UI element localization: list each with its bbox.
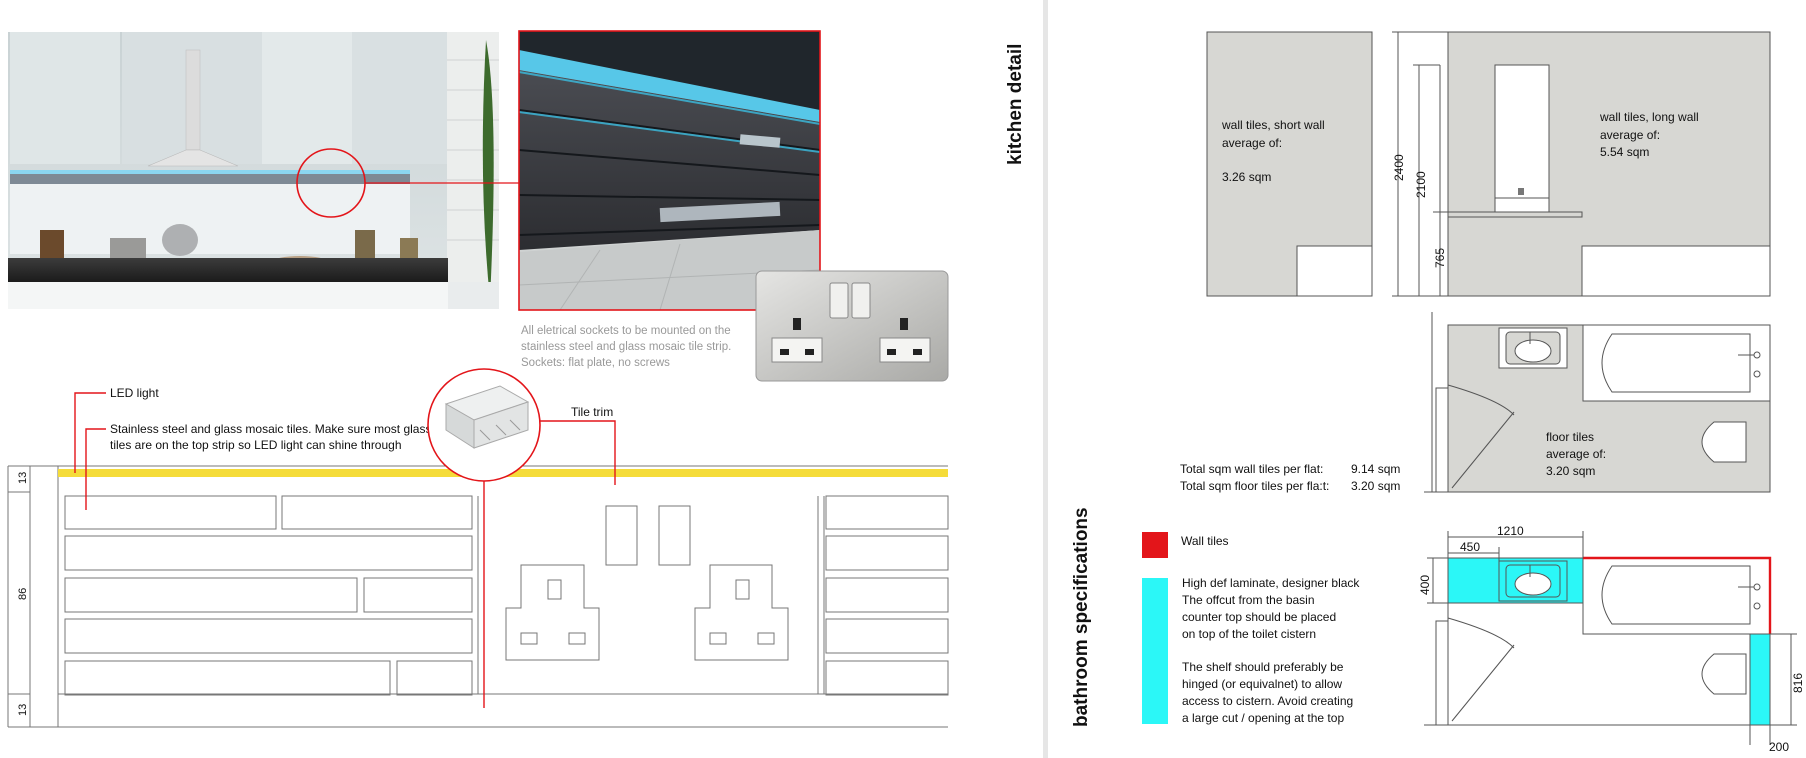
tile-plan bbox=[1424, 531, 1797, 745]
long-wall-elevation bbox=[1392, 31, 1771, 297]
dim-top: 13 bbox=[17, 472, 29, 484]
tile-closeup-photo bbox=[518, 30, 821, 311]
legend-laminate-swatch bbox=[1142, 578, 1168, 724]
socket-photo bbox=[755, 270, 949, 382]
legend-text-6: The shelf should preferably be bbox=[1182, 660, 1344, 674]
section-bathroom-label: bathroom specifications bbox=[1071, 507, 1092, 727]
dim-mid: 86 bbox=[17, 588, 29, 600]
floor-text-2: average of: bbox=[1546, 447, 1606, 461]
dim-2400: 2400 bbox=[1392, 154, 1406, 181]
floor-text-3: 3.20 sqm bbox=[1546, 464, 1595, 478]
dim-450: 450 bbox=[1460, 540, 1480, 554]
dim-bottom: 13 bbox=[17, 704, 29, 716]
callout-leaders bbox=[74, 392, 616, 708]
dim-816: 816 bbox=[1791, 673, 1805, 693]
tile-elevation bbox=[7, 465, 949, 728]
total-wall-label: Total sqm wall tiles per flat: bbox=[1180, 462, 1323, 476]
dim-200: 200 bbox=[1769, 740, 1789, 754]
total-wall-value: 9.14 sqm bbox=[1351, 462, 1400, 476]
label-tiles-2: tiles are on the top strip so LED light … bbox=[110, 438, 402, 452]
legend-text-4: on top of the toilet cistern bbox=[1182, 627, 1316, 641]
dim-1210: 1210 bbox=[1497, 524, 1524, 538]
long-wall-text-2: average of: bbox=[1600, 128, 1660, 142]
dim-2100: 2100 bbox=[1414, 171, 1428, 198]
socket-note-1: All eletrical sockets to be mounted on t… bbox=[521, 325, 731, 337]
socket-note-3: Sockets: flat plate, no screws bbox=[521, 357, 670, 369]
long-wall-text-1: wall tiles, long wall bbox=[1599, 110, 1699, 124]
socket-note-2: stainless steel and glass mosaic tile st… bbox=[521, 341, 731, 353]
total-floor-label: Total sqm floor tiles per fla:t: bbox=[1180, 479, 1329, 493]
floor-text-1: floor tiles bbox=[1546, 430, 1594, 444]
legend-wall-label: Wall tiles bbox=[1181, 534, 1229, 548]
label-tiles-1: Stainless steel and glass mosaic tiles. … bbox=[110, 422, 431, 436]
legend-text-9: a large cut / opening at the top bbox=[1182, 711, 1344, 725]
floor-plan bbox=[1424, 312, 1771, 493]
short-wall-text-3: 3.26 sqm bbox=[1222, 170, 1271, 184]
dim-765: 765 bbox=[1433, 248, 1447, 268]
short-wall-text-2: average of: bbox=[1222, 136, 1282, 150]
short-wall-elevation bbox=[1206, 31, 1373, 297]
dim-400: 400 bbox=[1418, 575, 1432, 595]
kitchen-photo bbox=[8, 32, 499, 309]
page-divider bbox=[1043, 0, 1048, 758]
legend-wall-swatch bbox=[1142, 532, 1168, 558]
total-floor-value: 3.20 sqm bbox=[1351, 479, 1400, 493]
section-kitchen-label: kitchen detail bbox=[1005, 44, 1026, 165]
label-trim: Tile trim bbox=[571, 405, 613, 419]
short-wall-text-1: wall tiles, short wall bbox=[1221, 118, 1325, 132]
tile-trim-detail bbox=[427, 368, 541, 482]
legend-text-1: High def laminate, designer black bbox=[1182, 576, 1360, 590]
legend-text-7: hinged (or equivalnet) to allow bbox=[1182, 677, 1342, 691]
legend-text-2: The offcut from the basin bbox=[1182, 593, 1315, 607]
label-led: LED light bbox=[110, 386, 159, 400]
legend-text-8: access to cistern. Avoid creating bbox=[1182, 694, 1353, 708]
legend-text-3: counter top should be placed bbox=[1182, 610, 1336, 624]
long-wall-text-3: 5.54 sqm bbox=[1600, 145, 1649, 159]
